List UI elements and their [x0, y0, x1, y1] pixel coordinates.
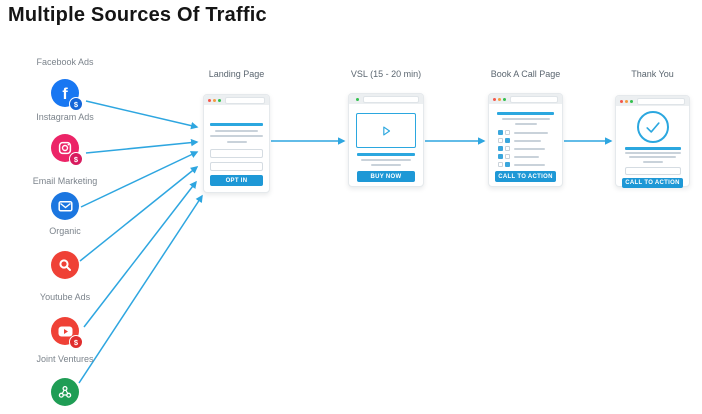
- arrow-youtube-to-landing: [83, 180, 197, 328]
- traffic-light-dot: [218, 98, 221, 102]
- card-title-landing-page: Landing Page: [208, 69, 265, 79]
- play-icon: [383, 125, 391, 136]
- success-check-icon: [636, 111, 669, 143]
- mock-text-line: [226, 141, 247, 143]
- card-title-vsl: VSL (15 - 20 min): [350, 69, 422, 79]
- mock-headline-bar: [497, 112, 554, 115]
- source-label-organic: Organic: [49, 226, 81, 236]
- dollar-badge: $: [69, 97, 83, 111]
- traffic-light-dot: [356, 97, 359, 101]
- mock-text-line: [629, 156, 676, 158]
- youtube-icon: $: [51, 317, 83, 349]
- mock-headline-bar: [357, 153, 415, 156]
- traffic-light-dot: [630, 99, 633, 103]
- funnel-card-vsl: BUY NOW: [348, 93, 424, 187]
- mock-text-line: [361, 159, 411, 161]
- checkbox-empty: [505, 130, 510, 135]
- opt-in-button: OPT IN: [210, 175, 263, 186]
- traffic-light-dot: [625, 99, 628, 103]
- video-player: [356, 113, 416, 148]
- buy-now-button: BUY NOW: [357, 171, 415, 182]
- source-label-jointventures: Joint Ventures: [36, 354, 94, 364]
- traffic-light-dot: [503, 97, 506, 101]
- email-icon: [51, 192, 79, 220]
- checkbox-checked: [505, 138, 510, 143]
- checklist-row: [498, 130, 553, 135]
- url-bar: [510, 95, 558, 103]
- instagram-icon: $: [51, 134, 83, 166]
- mock-headline-bar: [624, 147, 681, 150]
- traffic-light-dot: [620, 99, 623, 103]
- source-label-facebook: Facebook Ads: [36, 57, 94, 67]
- checklist-row: [498, 154, 553, 159]
- checkbox-checked: [498, 130, 503, 135]
- dollar-badge: $: [69, 335, 83, 349]
- mock-text-line: [371, 164, 401, 166]
- checkbox-empty: [498, 162, 503, 167]
- search-icon: [51, 251, 79, 279]
- dollar-badge: $: [69, 152, 83, 166]
- checkbox-empty: [505, 146, 510, 151]
- mock-text-line: [501, 118, 550, 120]
- checklist-row: [498, 138, 553, 143]
- mock-text-line: [624, 152, 681, 154]
- checklist-row: [498, 162, 553, 167]
- card-title-thank-you: Thank You: [631, 69, 674, 79]
- checkbox-checked: [498, 146, 503, 151]
- source-label-instagram: Instagram Ads: [36, 112, 94, 122]
- mock-input-field: [210, 162, 263, 171]
- mock-input-field: [210, 149, 263, 158]
- browser-chrome: [204, 95, 269, 105]
- funnel-card-landing-page: OPT IN: [203, 94, 270, 193]
- card-title-book-call: Book A Call Page: [490, 69, 561, 79]
- traffic-light-dot: [498, 97, 501, 101]
- traffic-light-dot: [208, 98, 211, 102]
- source-label-email: Email Marketing: [32, 176, 98, 186]
- checkbox-checked: [498, 154, 503, 159]
- mock-text-line: [210, 135, 263, 137]
- share-network-icon: [51, 378, 79, 406]
- funnel-card-thank-you: CALL TO ACTION: [615, 95, 690, 188]
- arrow-instagram-to-landing: [85, 138, 199, 154]
- call-to-action-button: CALL TO ACTION: [495, 171, 556, 182]
- mock-text-line: [514, 123, 537, 125]
- source-label-youtube: Youtube Ads: [39, 292, 91, 302]
- url-bar: [637, 97, 685, 105]
- url-bar: [363, 95, 419, 103]
- checkbox-checked: [505, 162, 510, 167]
- mock-input-field: [624, 167, 681, 175]
- call-to-action-button: CALL TO ACTION: [622, 178, 683, 188]
- facebook-icon: f $: [51, 79, 83, 111]
- checkbox-empty: [505, 154, 510, 159]
- browser-chrome: [349, 94, 423, 104]
- checkbox-empty: [498, 138, 503, 143]
- browser-chrome: [616, 96, 689, 106]
- traffic-light-dot: [213, 98, 216, 102]
- checklist-row: [498, 146, 553, 151]
- mock-text-line: [642, 161, 663, 163]
- mock-text-line: [215, 130, 258, 132]
- mock-headline-bar: [210, 123, 263, 126]
- traffic-light-dot: [493, 97, 496, 101]
- page-title: Multiple Sources Of Traffic: [8, 4, 267, 26]
- funnel-card-book-call: CALL TO ACTION: [488, 93, 563, 187]
- url-bar: [225, 96, 265, 104]
- browser-chrome: [489, 94, 562, 104]
